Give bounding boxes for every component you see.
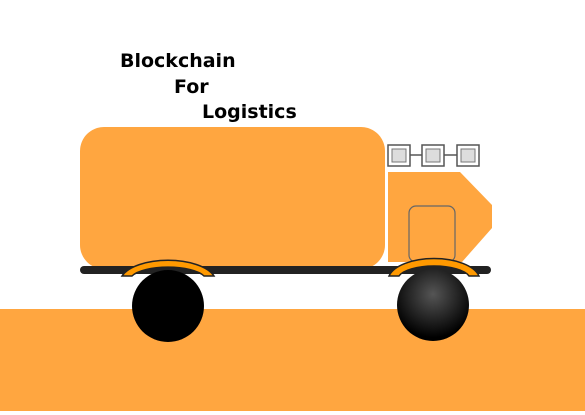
front-fender [387, 257, 481, 277]
title-line-blockchain: Blockchain [120, 50, 236, 72]
title-line-for: For [174, 76, 209, 98]
blockchain-block-icon [456, 144, 480, 167]
ground [0, 309, 585, 411]
truck-cargo-box [80, 127, 385, 269]
title-line-logistics: Logistics [202, 101, 297, 123]
truck-cab [388, 172, 492, 262]
blockchain-block-icon [421, 144, 445, 167]
blockchain-block-icon [387, 144, 411, 167]
front-wheel [397, 269, 469, 341]
rear-wheel [132, 270, 204, 342]
rear-fender [120, 259, 216, 277]
blockchain-chain [387, 144, 480, 167]
